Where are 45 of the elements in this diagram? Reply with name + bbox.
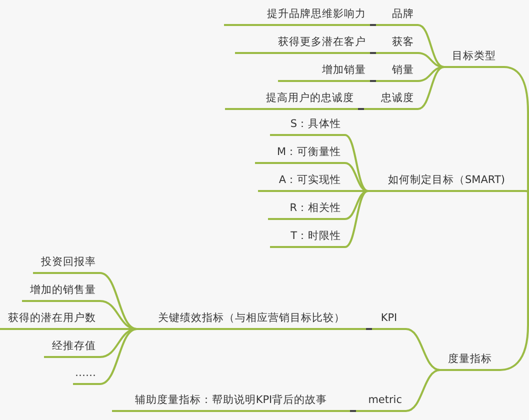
branch-line — [406, 328, 440, 371]
branch-line — [344, 162, 368, 192]
topic-label: …… — [73, 365, 100, 385]
topic-label: 度量指标 — [440, 351, 500, 371]
branch-line — [100, 328, 137, 330]
branch-line — [344, 190, 368, 220]
topic-label: A：可实现性 — [258, 172, 345, 192]
branch-line — [358, 108, 364, 110]
topic-label: 目标类型 — [444, 48, 504, 68]
topic-label: S：具体性 — [270, 116, 345, 136]
branch-line — [418, 52, 444, 68]
branch-line — [100, 328, 138, 358]
branch-line — [100, 272, 138, 330]
topic-label: 忠诚度 — [364, 90, 418, 110]
branch-line — [418, 66, 444, 110]
branch-line — [370, 80, 376, 82]
topic-label: metric — [356, 392, 406, 412]
topic-label: T：时限性 — [270, 228, 345, 248]
topic-label: M：可衡量性 — [255, 144, 345, 164]
topic-label: 经推存值 — [44, 338, 100, 358]
branch-line — [370, 24, 376, 26]
branch-line — [350, 410, 356, 412]
topic-label: 增加销量 — [278, 62, 370, 82]
topic-label: 品牌 — [376, 6, 418, 26]
branch-line — [406, 369, 440, 412]
branch-line — [366, 328, 372, 330]
topic-label: KPI — [372, 310, 406, 330]
branch-line — [344, 190, 368, 248]
branch-line — [370, 52, 376, 54]
topic-label: 提高用户的忠诚度 — [225, 90, 358, 110]
topic-label: 销量 — [376, 62, 418, 82]
topic-label: 获得的潜在用户数 — [0, 310, 100, 330]
topic-label: 如何制定目标（SMART) — [368, 172, 525, 192]
topic-label: R：相关性 — [268, 200, 345, 220]
topic-label: 提升品牌思维影响力 — [224, 6, 370, 26]
topic-label: 获得更多潜在客户 — [235, 34, 370, 54]
branch-line — [418, 66, 444, 82]
branch-line — [418, 24, 444, 68]
topic-label: 投资回报率 — [33, 254, 100, 274]
topic-label: 辅助度量指标：帮助说明KPI背后的故事 — [112, 392, 350, 412]
topic-label: 增加的销售量 — [22, 282, 100, 302]
branch-line — [100, 328, 138, 385]
branch-line — [344, 134, 368, 192]
topic-label: 获客 — [376, 34, 418, 54]
topic-label: 关键绩效指标（与相应营销目标比较） — [137, 310, 366, 330]
